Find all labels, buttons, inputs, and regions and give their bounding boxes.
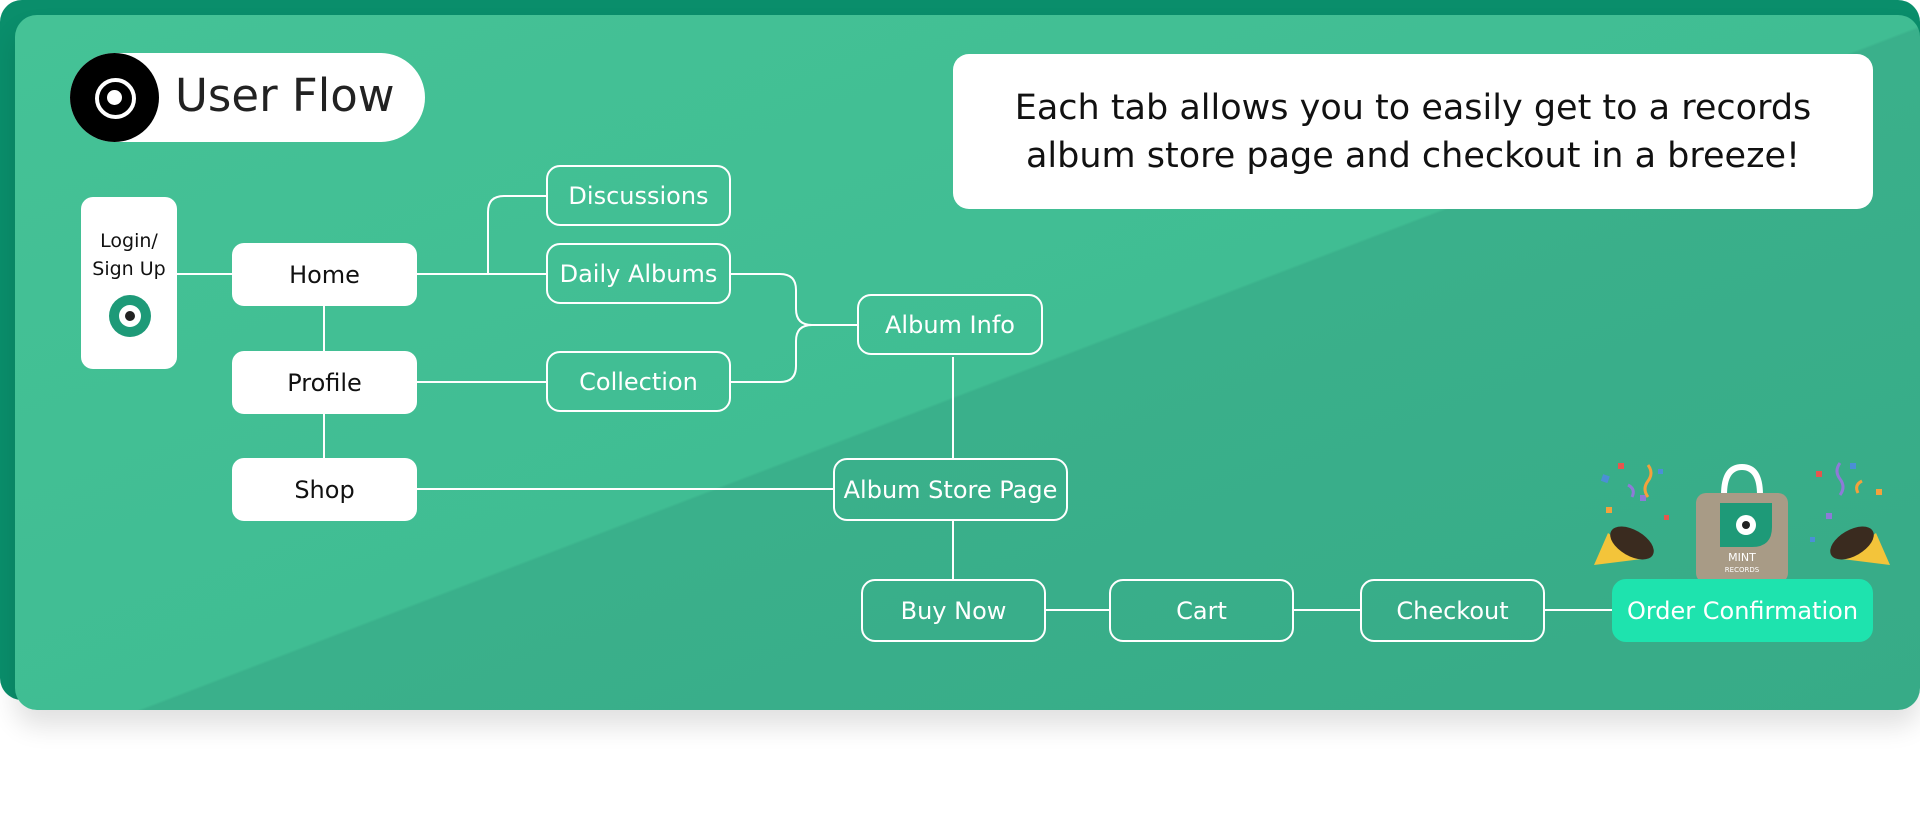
party-popper-icon — [1830, 526, 1890, 565]
cart-node[interactable]: Cart — [1109, 579, 1294, 642]
mint-records-logo-icon — [109, 295, 151, 337]
badge-sub: RECORDS — [1725, 566, 1760, 574]
profile-button[interactable]: Profile — [232, 351, 417, 414]
login-label-line1: Login/ — [100, 230, 158, 252]
order-celebration-graphic: MINT RECORDS — [1594, 462, 1890, 583]
shop-button[interactable]: Shop — [232, 458, 417, 521]
record-disc-icon — [70, 53, 159, 142]
shopping-bag-icon: MINT RECORDS — [1696, 463, 1788, 583]
album-info-node[interactable]: Album Info — [857, 294, 1043, 355]
album-store-page-node[interactable]: Album Store Page — [833, 458, 1068, 521]
info-text: Each tab allows you to easily get to a r… — [1014, 87, 1812, 176]
login-signup-card[interactable]: Login/ Sign Up — [81, 197, 177, 369]
home-button[interactable]: Home — [232, 243, 417, 306]
checkout-node[interactable]: Checkout — [1360, 579, 1545, 642]
buy-now-node[interactable]: Buy Now — [861, 579, 1046, 642]
badge-brand: MINT — [1728, 551, 1756, 564]
info-callout: Each tab allows you to easily get to a r… — [953, 54, 1873, 209]
party-popper-icon — [1594, 526, 1654, 565]
page-title: User Flow — [175, 69, 395, 122]
collection-node[interactable]: Collection — [546, 351, 731, 412]
daily-albums-node[interactable]: Daily Albums — [546, 243, 731, 304]
discussions-node[interactable]: Discussions — [546, 165, 731, 226]
order-confirmation-node[interactable]: Order Confirmation — [1612, 579, 1873, 642]
signup-label-line2: Sign Up — [92, 258, 166, 280]
login-signup-label: Login/ Sign Up — [81, 227, 177, 283]
confetti-icon — [1600, 462, 1882, 542]
